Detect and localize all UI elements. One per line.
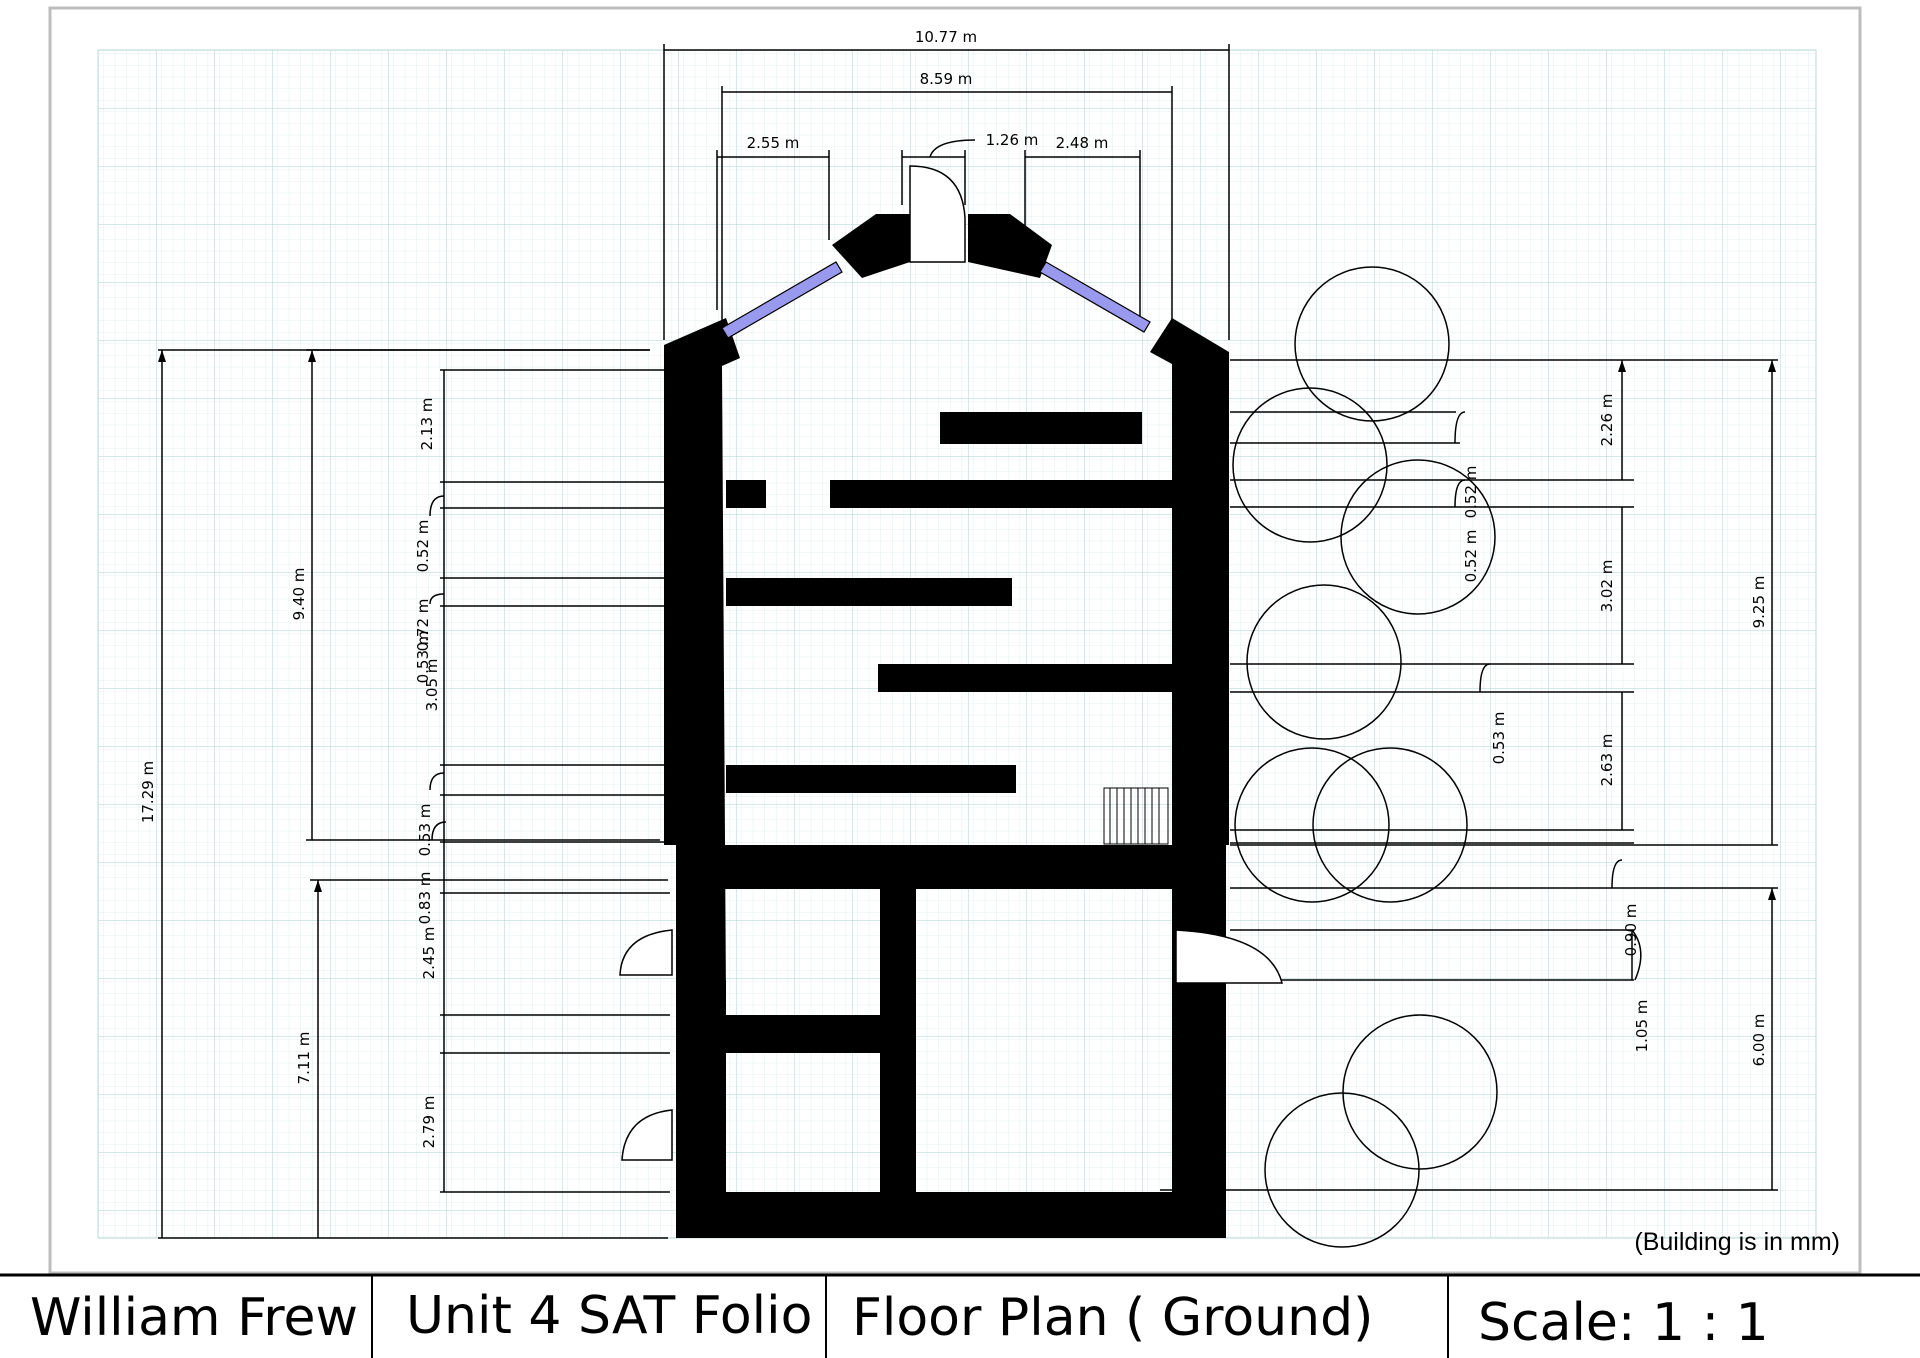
dim-left-b: 0.52 m [414,520,432,573]
dim-left-g: 0.83 m [416,872,434,925]
title-block-author: William Frew [30,1288,358,1348]
dim-left-a: 2.13 m [418,398,436,451]
trees [1232,266,1498,1248]
dim-left-i: 2.79 m [420,1096,438,1149]
dim-right-f: 2.63 m [1598,734,1616,787]
dim-right-g: 0.90 m [1622,904,1640,957]
dim-right-b: 0.52 m [1462,466,1480,519]
dim-top-left-bay: 2.55 m [747,134,800,152]
sheet-border [48,6,1862,1275]
dim-top-overall: 10.77 m [915,28,977,46]
dim-left-d: 0.72 m [414,599,432,652]
dim-right-e: 0.53 m [1490,712,1508,765]
dim-left-c: 0.53 m [414,631,432,684]
title-block: William Frew Unit 4 SAT Folio Floor Plan… [0,1273,1920,1358]
title-block-unit: Unit 4 SAT Folio [406,1286,812,1346]
dim-right-c: 0.52 m [1462,530,1480,583]
dim-right-a: 2.26 m [1598,394,1616,447]
left-dimensions [158,349,670,1239]
doors [619,165,1283,1161]
dim-left-h: 2.45 m [420,927,438,980]
dim-top-inner: 8.59 m [920,70,973,88]
dim-top-right-bay: 2.48 m [1056,134,1109,152]
dim-left-upper: 9.40 m [290,568,308,621]
dim-right-total-upper: 9.25 m [1750,576,1768,629]
stairs [1103,787,1169,845]
dim-left-total: 17.29 m [139,761,157,823]
units-note: (Building is in mm) [1634,1228,1840,1256]
title-block-title: Floor Plan ( Ground) [852,1288,1373,1348]
dim-right-h: 1.05 m [1633,1000,1651,1053]
dim-left-e: 3.05 m [423,659,441,712]
dim-left-lower: 7.11 m [295,1032,313,1085]
top-dimensions [663,44,1230,340]
dim-top-door: 1.26 m [986,131,1039,149]
title-block-scale: Scale: 1 : 1 [1478,1293,1769,1353]
glass-windows [721,261,1151,339]
building-walls [664,214,1229,1238]
dim-left-f: 0.53 m [416,804,434,857]
right-dimension-labels: 2.26 m 0.52 m 0.52 m 3.02 m 0.53 m 2.63 … [1462,394,1768,1067]
right-dimensions [1160,359,1778,1191]
dim-right-total-lower: 6.00 m [1750,1014,1768,1067]
dim-right-d: 3.02 m [1598,560,1616,613]
left-dimension-labels: 17.29 m 9.40 m 7.11 m 2.13 m 0.52 m 0.53… [139,398,441,1149]
